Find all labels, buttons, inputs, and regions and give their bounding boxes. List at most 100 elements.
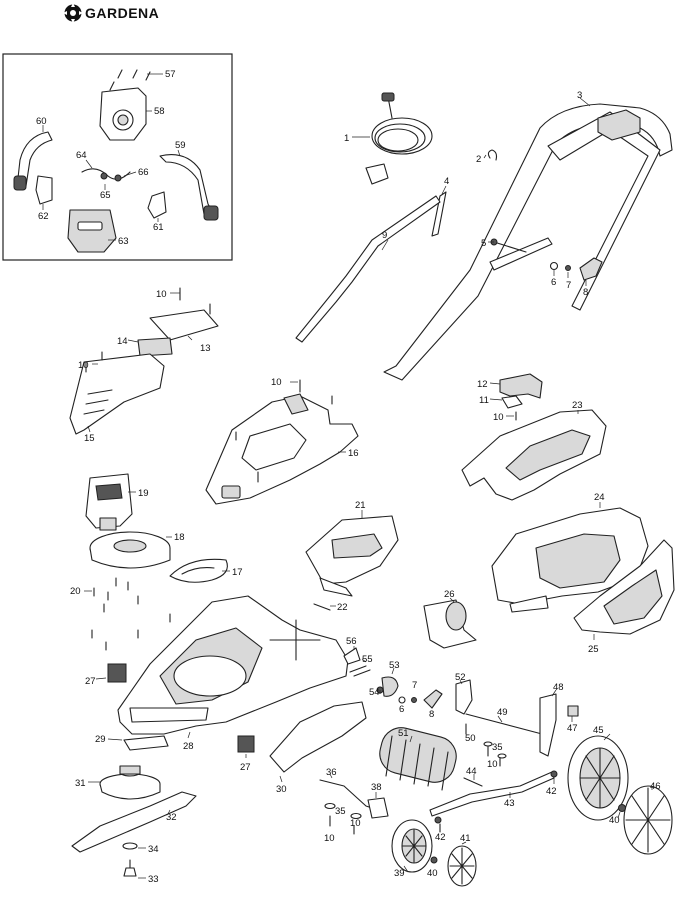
callout-64: 64 [76,150,87,161]
callout-31: 31 [75,778,86,789]
part-49-rod [465,713,543,735]
part-47-clip [567,705,579,717]
part-44-rod [463,777,483,787]
callout-49: 49 [497,707,508,718]
callout-labels: 57 58 60 64 59 66 65 62 61 63 1 2 3 4 9 … [36,69,661,885]
part-39-front-wheel [391,819,433,873]
part-20-screws [91,577,171,651]
callout-40-front: 40 [427,868,438,879]
callout-5: 5 [481,238,486,249]
console-assembly [69,287,219,435]
brand-name: GARDENA [85,5,159,21]
handle-assembly [295,92,673,381]
callout-3: 3 [577,90,582,101]
callout-11: 11 [479,395,489,406]
part-63-switch-cover [67,209,117,253]
callout-20: 20 [70,586,81,597]
callout-4: 4 [444,176,449,187]
callout-22: 22 [337,602,348,613]
part-56-adjuster [343,647,361,665]
part-55-spring [349,665,371,677]
callout-60: 60 [36,116,47,127]
callout-35-rear: 35 [492,742,503,753]
chassis-assembly [95,595,367,783]
part-2-cable-clip [487,149,498,161]
callout-10-axle: 10 [350,818,361,829]
callout-8-adjuster: 8 [429,709,434,720]
part-15-console-base [69,353,165,435]
inset-detail-box [2,53,233,261]
callout-25: 25 [588,644,599,655]
callout-27-left: 27 [85,676,96,687]
part-46-hubcap [623,785,673,855]
part-61-right-bracket [147,191,167,219]
motor-assembly [84,473,230,651]
part-62-left-bracket [35,175,53,205]
callout-59: 59 [175,140,186,151]
callout-10-lid: 10 [493,412,504,423]
callout-16: 16 [348,448,359,459]
part-5-screw [493,241,527,253]
callout-52: 52 [455,672,466,683]
callout-48: 48 [553,682,564,693]
callout-10-cover: 10 [271,377,282,388]
callout-57: 57 [165,69,176,80]
part-29-clip [123,735,169,751]
callout-13: 13 [200,343,211,354]
callout-10-console: 10 [156,289,167,300]
upper-housing-assembly [205,379,359,505]
callout-33: 33 [148,874,159,885]
part-4-tube-insert [431,191,447,237]
callout-39: 39 [394,868,405,879]
part-27-grille [107,663,127,683]
part-57-screws [109,69,151,91]
callout-40-rear: 40 [609,815,620,826]
callout-62: 62 [38,211,49,222]
part-64-switch-cable [81,168,131,180]
grassbox-lid-assembly [461,373,607,501]
part-9-lower-handle [295,195,441,343]
callout-55: 55 [362,654,373,665]
callout-44: 44 [466,766,477,777]
callout-23: 23 [572,400,583,411]
callout-21: 21 [355,500,366,511]
callout-66: 66 [138,167,149,178]
callout-12: 12 [477,379,488,390]
callout-14: 14 [117,336,128,347]
handle-switch-housing [597,109,641,141]
callout-26: 26 [444,589,455,600]
callout-7: 7 [566,280,571,291]
blade-assembly [71,765,197,879]
callout-1: 1 [344,133,349,144]
part-41-wheel-cover [447,845,477,887]
part-40-cap [430,856,438,864]
gardena-logo: GARDENA [63,3,159,23]
callout-8: 8 [583,287,588,298]
grassbox-assembly [423,502,675,649]
callout-29: 29 [95,734,106,745]
callout-65: 65 [100,190,111,201]
battery-cover-assembly [305,510,399,611]
callout-24: 24 [594,492,605,503]
callout-32: 32 [166,812,177,823]
part-1-power-cable [365,92,433,185]
part-6-washer [549,261,559,271]
part-17-drive-belt [169,558,228,583]
part-51-roller [379,727,457,791]
callout-35-front: 35 [335,806,346,817]
part-14-grip [137,337,173,357]
callout-38: 38 [371,782,382,793]
part-22-screw [313,603,331,611]
part-45-rear-wheel [567,735,629,821]
callout-34: 34 [148,844,159,855]
part-48-lever [539,693,557,757]
part-40-rear-cap [618,804,626,812]
callout-15: 15 [84,433,95,444]
callout-46: 46 [650,781,661,792]
callout-56: 56 [346,636,357,647]
callout-18: 18 [174,532,185,543]
callout-50: 50 [465,733,476,744]
callout-17: 17 [232,567,243,578]
callout-30: 30 [276,784,287,795]
callout-45: 45 [593,725,604,736]
